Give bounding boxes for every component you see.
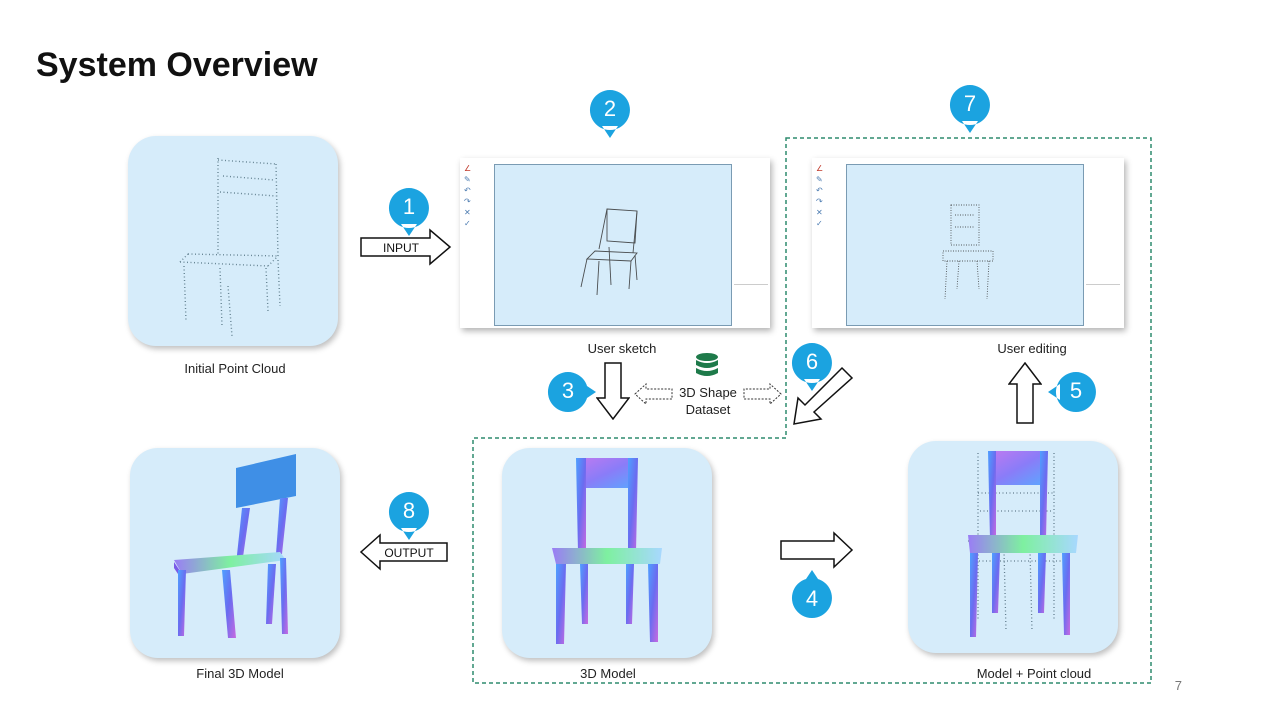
sketch-chair-image bbox=[580, 208, 638, 296]
point-cloud-chair-image bbox=[179, 158, 281, 337]
down-arrow bbox=[596, 362, 630, 420]
sketch-canvas bbox=[494, 164, 732, 326]
user-editing-screenshot: ∠ ✎ ↶ ↷ ✕ ✓ bbox=[812, 158, 1124, 328]
dataset-label-line1: 3D Shape bbox=[679, 385, 737, 400]
editing-toolbar: ∠ ✎ ↶ ↷ ✕ ✓ bbox=[816, 164, 840, 230]
check-icon: ✓ bbox=[816, 219, 823, 228]
slide-number: 7 bbox=[1174, 678, 1182, 693]
dataset-right-arrow bbox=[743, 382, 782, 406]
final-chair-model-image bbox=[174, 454, 296, 638]
final-3d-model-panel bbox=[130, 448, 340, 658]
initial-point-cloud-panel bbox=[128, 136, 338, 346]
diagonal-arrow bbox=[793, 366, 854, 425]
user-sketch-screenshot: ∠ ✎ ↶ ↷ ✕ ✓ bbox=[460, 158, 770, 328]
clear-icon: ✕ bbox=[464, 208, 471, 217]
model-point-cloud-panel bbox=[908, 441, 1118, 653]
step-4-badge: 4 bbox=[790, 568, 834, 620]
step-6-badge: 6 bbox=[790, 341, 834, 393]
clear-icon: ✕ bbox=[816, 208, 823, 217]
editing-side-panel bbox=[1086, 284, 1120, 325]
caption-final-3d-model: Final 3D Model bbox=[196, 666, 284, 681]
caption-3d-model: 3D Model bbox=[580, 666, 636, 681]
undo-icon: ↶ bbox=[464, 186, 471, 195]
editing-chair-image bbox=[942, 204, 994, 300]
output-label: OUTPUT bbox=[384, 546, 434, 560]
step-1-badge: 1 bbox=[387, 186, 431, 238]
brush-icon: ✎ bbox=[816, 175, 823, 184]
redo-icon: ↷ bbox=[816, 197, 823, 206]
database-icon bbox=[696, 353, 718, 376]
up-arrow bbox=[1008, 362, 1042, 424]
dataset-left-arrow bbox=[634, 382, 673, 406]
input-arrow bbox=[360, 228, 452, 266]
chair-model-point-cloud-image bbox=[968, 451, 1078, 637]
caption-model-point-cloud: Model + Point cloud bbox=[976, 666, 1092, 681]
step-8-badge: 8 bbox=[387, 490, 431, 542]
redo-icon: ↷ bbox=[464, 197, 471, 206]
dataset-label: 3D Shape Dataset bbox=[672, 384, 744, 418]
undo-icon: ↶ bbox=[816, 186, 823, 195]
sketch-toolbar: ∠ ✎ ↶ ↷ ✕ ✓ bbox=[464, 164, 488, 230]
chair-model-image bbox=[552, 458, 662, 644]
right-arrow bbox=[780, 531, 854, 569]
step-3-badge: 3 bbox=[546, 370, 598, 414]
caption-initial-point-cloud: Initial Point Cloud bbox=[184, 361, 286, 376]
3d-model-panel bbox=[502, 448, 712, 658]
step-2-badge: 2 bbox=[588, 88, 632, 140]
slide-title: System Overview bbox=[36, 46, 318, 84]
pen-icon: ∠ bbox=[464, 164, 472, 173]
pen-icon: ∠ bbox=[816, 164, 824, 173]
check-icon: ✓ bbox=[464, 219, 471, 228]
caption-user-editing: User editing bbox=[997, 341, 1067, 356]
brush-icon: ✎ bbox=[464, 175, 471, 184]
sketch-side-panel bbox=[734, 284, 768, 325]
caption-user-sketch: User sketch bbox=[587, 341, 657, 356]
dataset-label-line2: Dataset bbox=[685, 402, 731, 417]
step-7-badge: 7 bbox=[948, 83, 992, 135]
input-label: INPUT bbox=[383, 241, 419, 255]
step-5-badge: 5 bbox=[1046, 370, 1098, 414]
editing-canvas bbox=[846, 164, 1084, 326]
output-arrow bbox=[360, 533, 448, 571]
